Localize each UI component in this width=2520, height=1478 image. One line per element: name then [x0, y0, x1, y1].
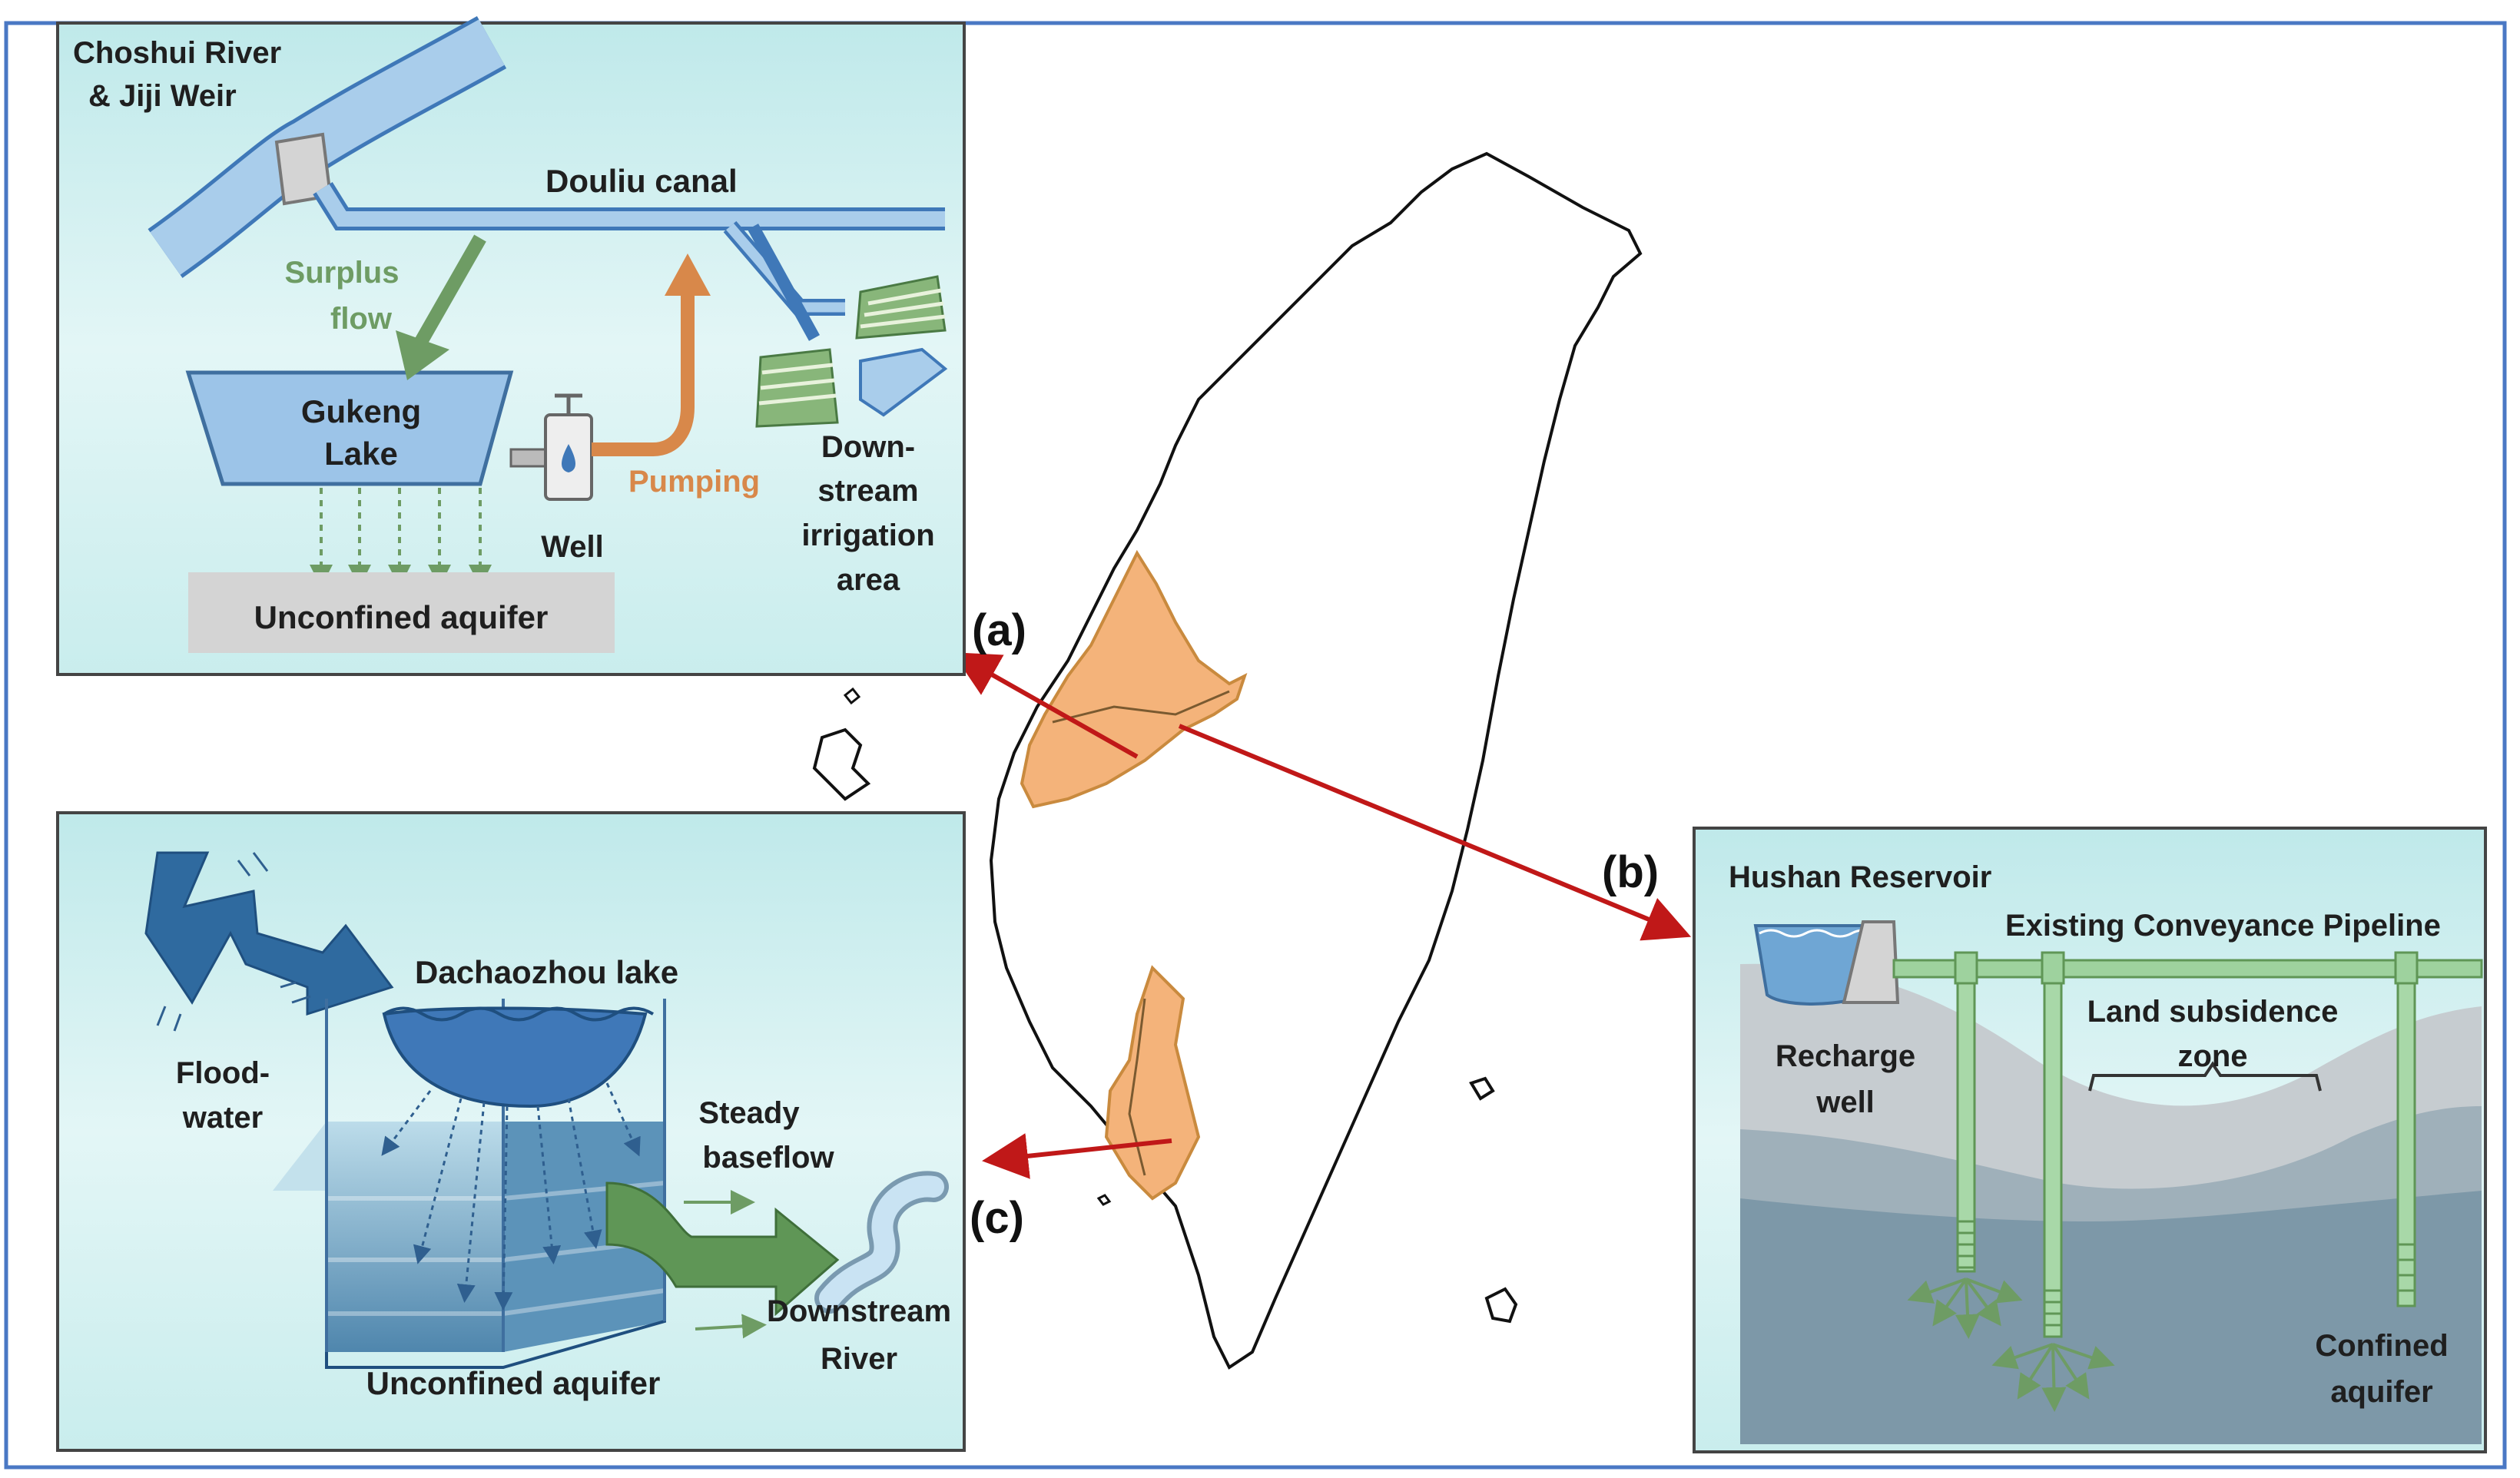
conveyance-pipeline [1892, 959, 2483, 979]
pointer-arrow-c [982, 1133, 1172, 1179]
canal-label: Douliu canal [545, 163, 738, 199]
aquifer-block-front [327, 1122, 503, 1352]
recharge-label-line1: Recharge [1776, 1039, 1915, 1073]
panel-a: Choshui River & Jiji Weir Douliu canal S… [56, 16, 966, 676]
surplus-flow-arrow [413, 234, 486, 350]
orchid-island [1484, 1287, 1518, 1324]
reservoir-dam [1842, 920, 1900, 1004]
irrigation-label-line2: stream [817, 474, 918, 508]
river-label-line2: & Jiji Weir [88, 79, 237, 113]
confined-label-line2: aquifer [2330, 1375, 2432, 1409]
reservoir-waves [1759, 929, 1875, 938]
xiaoliuqiu-island [1096, 1194, 1112, 1206]
flood-label-line2: water [182, 1101, 264, 1135]
pointer-arrow-b [1178, 724, 1692, 941]
irrigation-label-line3: irrigation [801, 519, 934, 552]
lake-surface-waves [383, 1006, 655, 1022]
downstream-river-label-line2: River [821, 1342, 897, 1376]
downstream-river-label-line1: Downstream [767, 1294, 951, 1328]
recharge-label-line2: well [1815, 1085, 1875, 1119]
surplus-flow-arrowhead [396, 330, 449, 380]
floodwater-bolt [144, 851, 394, 1016]
recharge-well-3 [2394, 951, 2419, 1307]
downstream-river-fill [819, 1175, 944, 1309]
pipeline-label: Existing Conveyance Pipeline [2005, 909, 2441, 943]
baseflow-small-arrows [684, 1190, 767, 1339]
subsidence-label-line1: Land subsidence [2087, 995, 2339, 1029]
irrigation-fields [755, 275, 948, 428]
aquifer-label: Unconfined aquifer [254, 599, 549, 635]
lake-c-label: Dachaozhou lake [415, 954, 678, 990]
pumping-arrow [592, 292, 695, 456]
pointer-arrow-a [952, 652, 1139, 759]
flood-ripple-1 [156, 852, 311, 1032]
flood-label-line1: Flood- [176, 1056, 270, 1090]
baseflow-label-line2: baseflow [702, 1141, 834, 1175]
well-label: Well [541, 530, 604, 564]
irrigation-label-line4: area [837, 563, 900, 597]
unconfined-aquifer-band [188, 572, 615, 653]
well-icon [509, 393, 593, 501]
subsidence-label-line2: zone [2177, 1039, 2247, 1073]
panel-c: Dachaozhou lake Flood- water Steady base… [56, 811, 966, 1452]
subsidence-brace [2088, 1061, 2322, 1092]
confined-aquifer-layer [1740, 1191, 2482, 1444]
reservoir-label: Hushan Reservoir [1729, 860, 1991, 894]
marker-a: (a) [972, 605, 1026, 655]
surplus-label-line1: Surplus [285, 256, 400, 290]
marker-c: (c) [970, 1193, 1024, 1243]
canal-branch-2 [747, 224, 821, 341]
lake-label-line1: Gukeng [301, 393, 421, 429]
baseflow-label-line1: Steady [698, 1096, 800, 1130]
pumping-arrowhead [665, 254, 711, 296]
gukeng-lake [185, 370, 514, 486]
infiltration-arrows [320, 488, 482, 568]
pumping-label: Pumping [628, 465, 760, 499]
recharge-spread-arrows-2 [1991, 1343, 2115, 1412]
lake-label-line2: Lake [324, 436, 398, 472]
douliu-canal-fill [316, 184, 945, 227]
taiwan-map [781, 151, 1643, 1370]
confined-label-line1: Confined [2315, 1329, 2448, 1363]
green-island [1469, 1076, 1495, 1101]
panel-a-frame [56, 22, 966, 676]
recharge-spread-arrows-1 [1907, 1278, 2023, 1339]
baseflow-arrow [605, 1181, 840, 1317]
surplus-label-line2: flow [330, 302, 393, 336]
penghu-islands [812, 727, 871, 801]
lake-infiltration-arrows [381, 1082, 641, 1311]
recharge-well-2 [2041, 951, 2065, 1338]
islet-1 [843, 687, 861, 705]
aquifer-c-label: Unconfined aquifer [366, 1365, 661, 1401]
region-yunlin-boundary [1052, 690, 1230, 724]
recharge-well-1 [1954, 951, 1978, 1273]
river-label-line1: Choshui River [73, 36, 281, 70]
marker-b: (b) [1602, 847, 1659, 897]
panel-b: Hushan Reservoir Existing Conveyance Pip… [1693, 827, 2487, 1453]
region-yunlin-changhua [1020, 549, 1248, 809]
region-kaohsiung-pingtung [1104, 965, 1201, 1201]
irrigation-label-line1: Down- [821, 430, 915, 464]
